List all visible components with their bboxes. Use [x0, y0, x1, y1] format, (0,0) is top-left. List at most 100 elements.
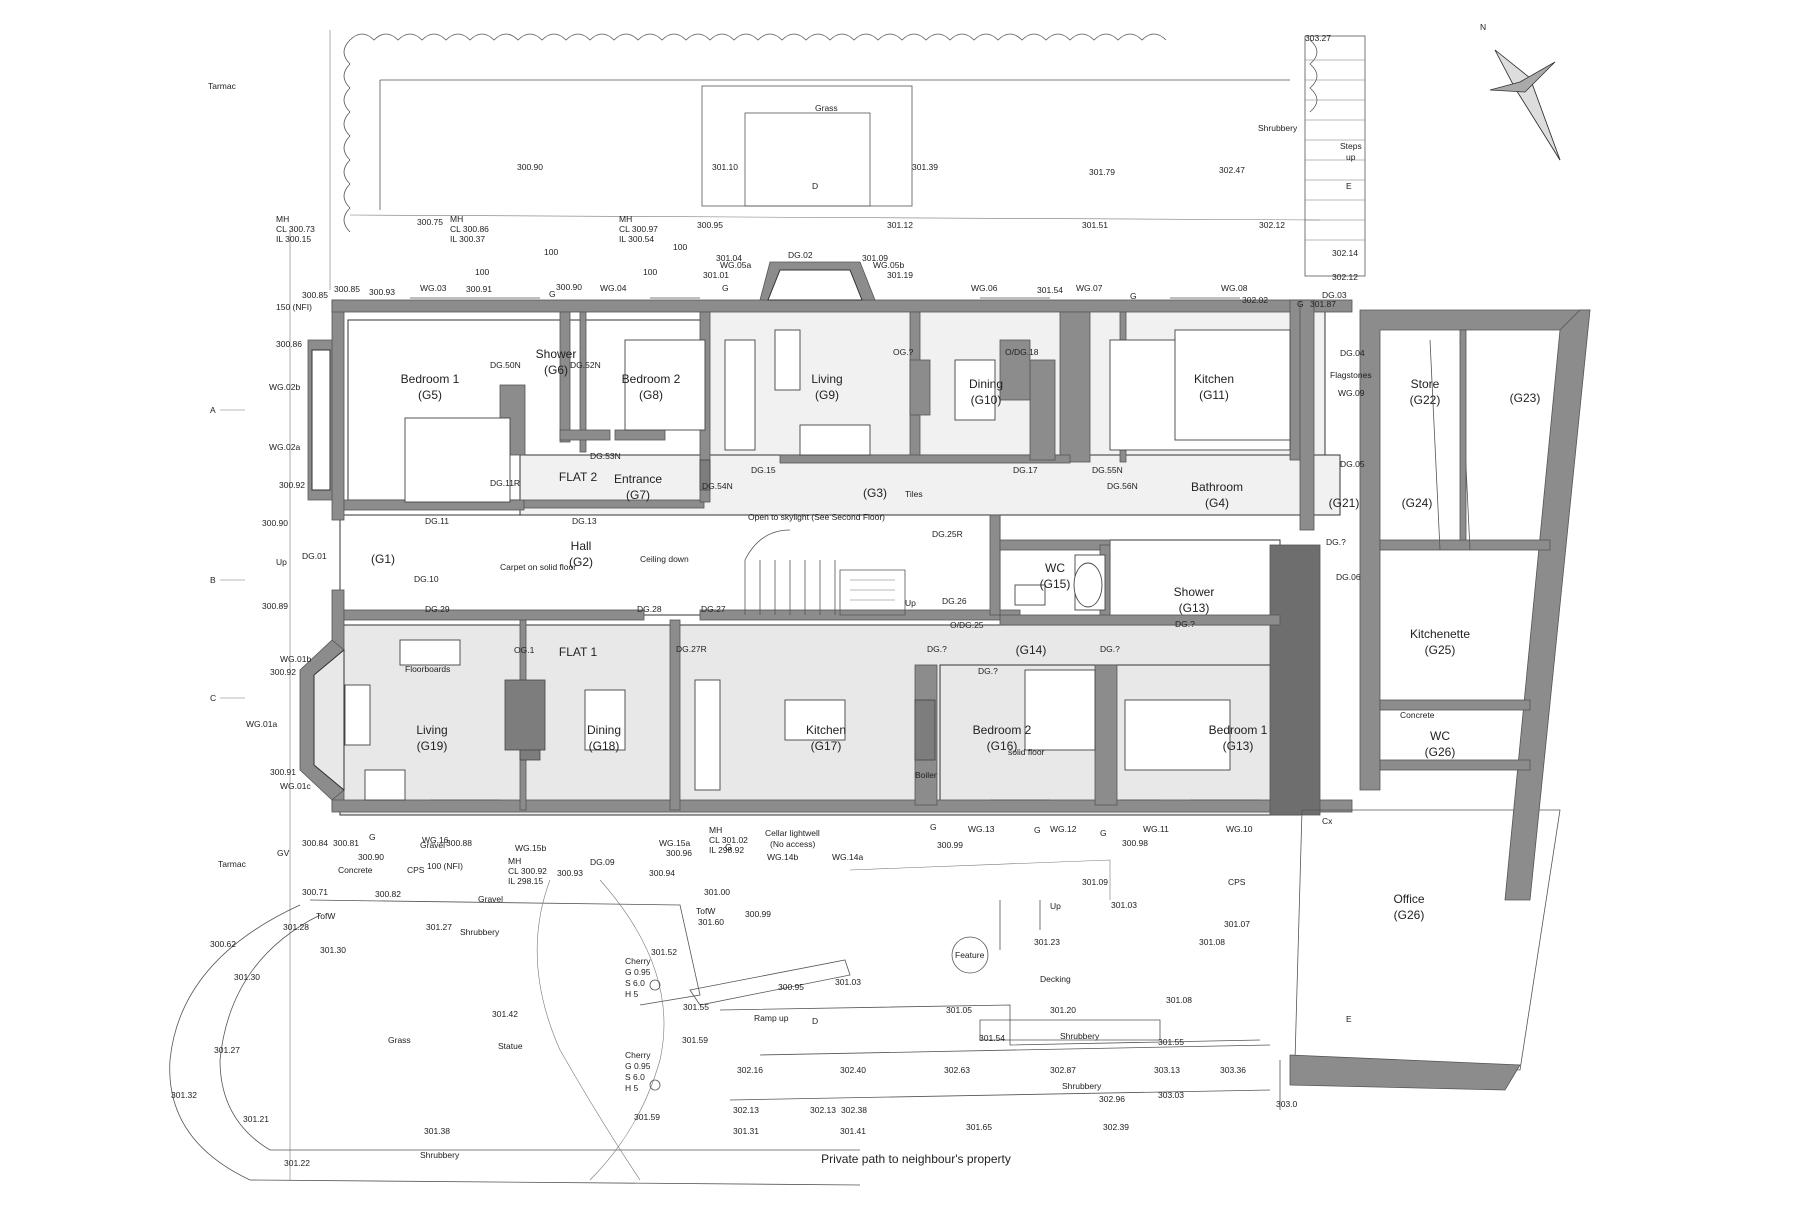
door-dg02: DG.02 [788, 250, 813, 260]
room-g10-name: Dining [969, 377, 1003, 391]
d-marker-ramp: D [812, 1016, 818, 1026]
g-marker-1: G [549, 289, 556, 299]
level-85: 301.65 [966, 1122, 992, 1132]
window-wg14a: WG.14a [832, 852, 863, 862]
solid-floor-label: solid floor [1008, 747, 1045, 757]
furniture [344, 329, 1291, 801]
dim-100-c: 100 [475, 267, 489, 277]
level-49: 301.30 [234, 972, 260, 982]
mh4-cl: CL 300.92 [508, 866, 547, 876]
window-wg05b: WG.05b [873, 260, 904, 270]
concrete-1: Concrete [338, 865, 373, 875]
flat1-label: FLAT 1 [559, 645, 598, 659]
level-56: 301.23 [1034, 937, 1060, 947]
door-labels: DG.02 DG.01 DG.03 DG.04 DG.05 DG.06 DG.?… [302, 250, 1365, 867]
room-g26-wc-code: (G26) [1425, 745, 1456, 759]
door-dg17: DG.17 [1013, 465, 1038, 475]
door-dg26: DG.26 [942, 596, 967, 606]
window-wg15b: WG.15b [515, 843, 546, 853]
level-43: 301.00 [704, 887, 730, 897]
window-wg01c: WG.01c [280, 781, 311, 791]
window-wg06: WG.06 [971, 283, 998, 293]
level-22: 301.19 [887, 270, 913, 280]
main-building [299, 261, 1591, 1091]
tree-2-height: H 5 [625, 1083, 639, 1093]
level-66: 301.54 [979, 1033, 1005, 1043]
door-dg09: DG.09 [590, 857, 615, 867]
door-dg11r: DG.11R [490, 478, 520, 488]
g-marker-8: G [369, 832, 376, 842]
level-60: 301.42 [492, 1009, 518, 1019]
door-dg01: DG.01 [302, 551, 327, 561]
mh5-il: IL 298.92 [709, 845, 744, 855]
room-g6-name: Shower [536, 347, 577, 361]
level-31: 300.91 [270, 767, 296, 777]
level-18: 300.90 [556, 282, 582, 292]
room-g6-code: (G6) [544, 363, 568, 377]
tofw-2: TofW [696, 906, 715, 916]
tofw-1: TofW [316, 911, 335, 921]
staircase [744, 529, 906, 616]
north-label: N [1480, 22, 1486, 32]
e-marker-top: E [1346, 181, 1352, 191]
dim-100-d: 100 [643, 267, 657, 277]
boiler-label: Boiler [915, 770, 937, 780]
level-50: 301.30 [320, 945, 346, 955]
gravel-2: Gravel [478, 894, 503, 904]
level-45: 301.27 [426, 922, 452, 932]
door-dg05: DG.05 [1340, 459, 1365, 469]
door-dg53n: DG.53N [590, 451, 621, 461]
tree-1-girth: G 0.95 [625, 967, 651, 977]
level-79: 302.96 [1099, 1094, 1125, 1104]
room-g5-code: (G5) [418, 388, 442, 402]
g-marker-6: G [1034, 825, 1041, 835]
tree-1-spread: S 6.0 [625, 978, 645, 988]
door-dg27r: DG.27R [676, 644, 707, 654]
level-11: 302.12 [1259, 220, 1285, 230]
window-wg01a: WG.01a [246, 719, 277, 729]
room-g21-code: (G21) [1329, 496, 1360, 510]
tarmac-top: Tarmac [208, 81, 237, 91]
window-wg02a: WG.02a [269, 442, 300, 452]
room-g17-code: (G17) [811, 739, 842, 753]
level-32: 300.84 [302, 838, 328, 848]
door-dg56n: DG.56N [1107, 481, 1138, 491]
level-71: 302.63 [944, 1065, 970, 1075]
room-g13-bed-name: Bedroom 1 [1209, 723, 1268, 737]
level-29: 300.89 [262, 601, 288, 611]
level-36: 300.93 [557, 868, 583, 878]
grass-bottom: Grass [388, 1035, 411, 1045]
level-28: 300.90 [262, 518, 288, 528]
cellar-label: Cellar lightwell [765, 828, 820, 838]
window-wg07: WG.07 [1076, 283, 1103, 293]
dim-100-b: 100 [673, 242, 687, 252]
mh3-label: MH [619, 214, 632, 224]
window-wg03: WG.03 [420, 283, 447, 293]
ceiling-down-label: Ceiling down [640, 554, 689, 564]
private-path-label: Private path to neighbour's property [821, 1152, 1011, 1166]
no-access-label: (No access) [770, 839, 816, 849]
tiles-label: Tiles [905, 489, 923, 499]
level-17: 300.91 [466, 284, 492, 294]
mh1-il: IL 300.15 [276, 234, 311, 244]
level-33: 300.81 [333, 838, 359, 848]
level-39: 300.99 [937, 840, 963, 850]
level-23: 301.54 [1037, 285, 1063, 295]
window-wg15a: WG.15a [659, 838, 690, 848]
window-wg01b: WG.01b [280, 654, 311, 664]
room-g9-name: Living [811, 372, 842, 386]
opening-og1: OG.1 [514, 645, 535, 655]
door-dg29: DG.29 [425, 604, 450, 614]
d-marker-top: D [812, 181, 818, 191]
level-78: 302.38 [841, 1105, 867, 1115]
g-marker-7: G [1100, 828, 1107, 838]
door-dg55n: DG.55N [1092, 465, 1123, 475]
room-g4-name: Bathroom [1191, 480, 1243, 494]
g-marker-4: G [1297, 299, 1304, 309]
level-54: 301.09 [1082, 877, 1108, 887]
room-g19-name: Living [416, 723, 447, 737]
level-61: 301.27 [214, 1045, 240, 1055]
door-dg04: DG.04 [1340, 348, 1365, 358]
room-g17-name: Kitchen [806, 723, 846, 737]
